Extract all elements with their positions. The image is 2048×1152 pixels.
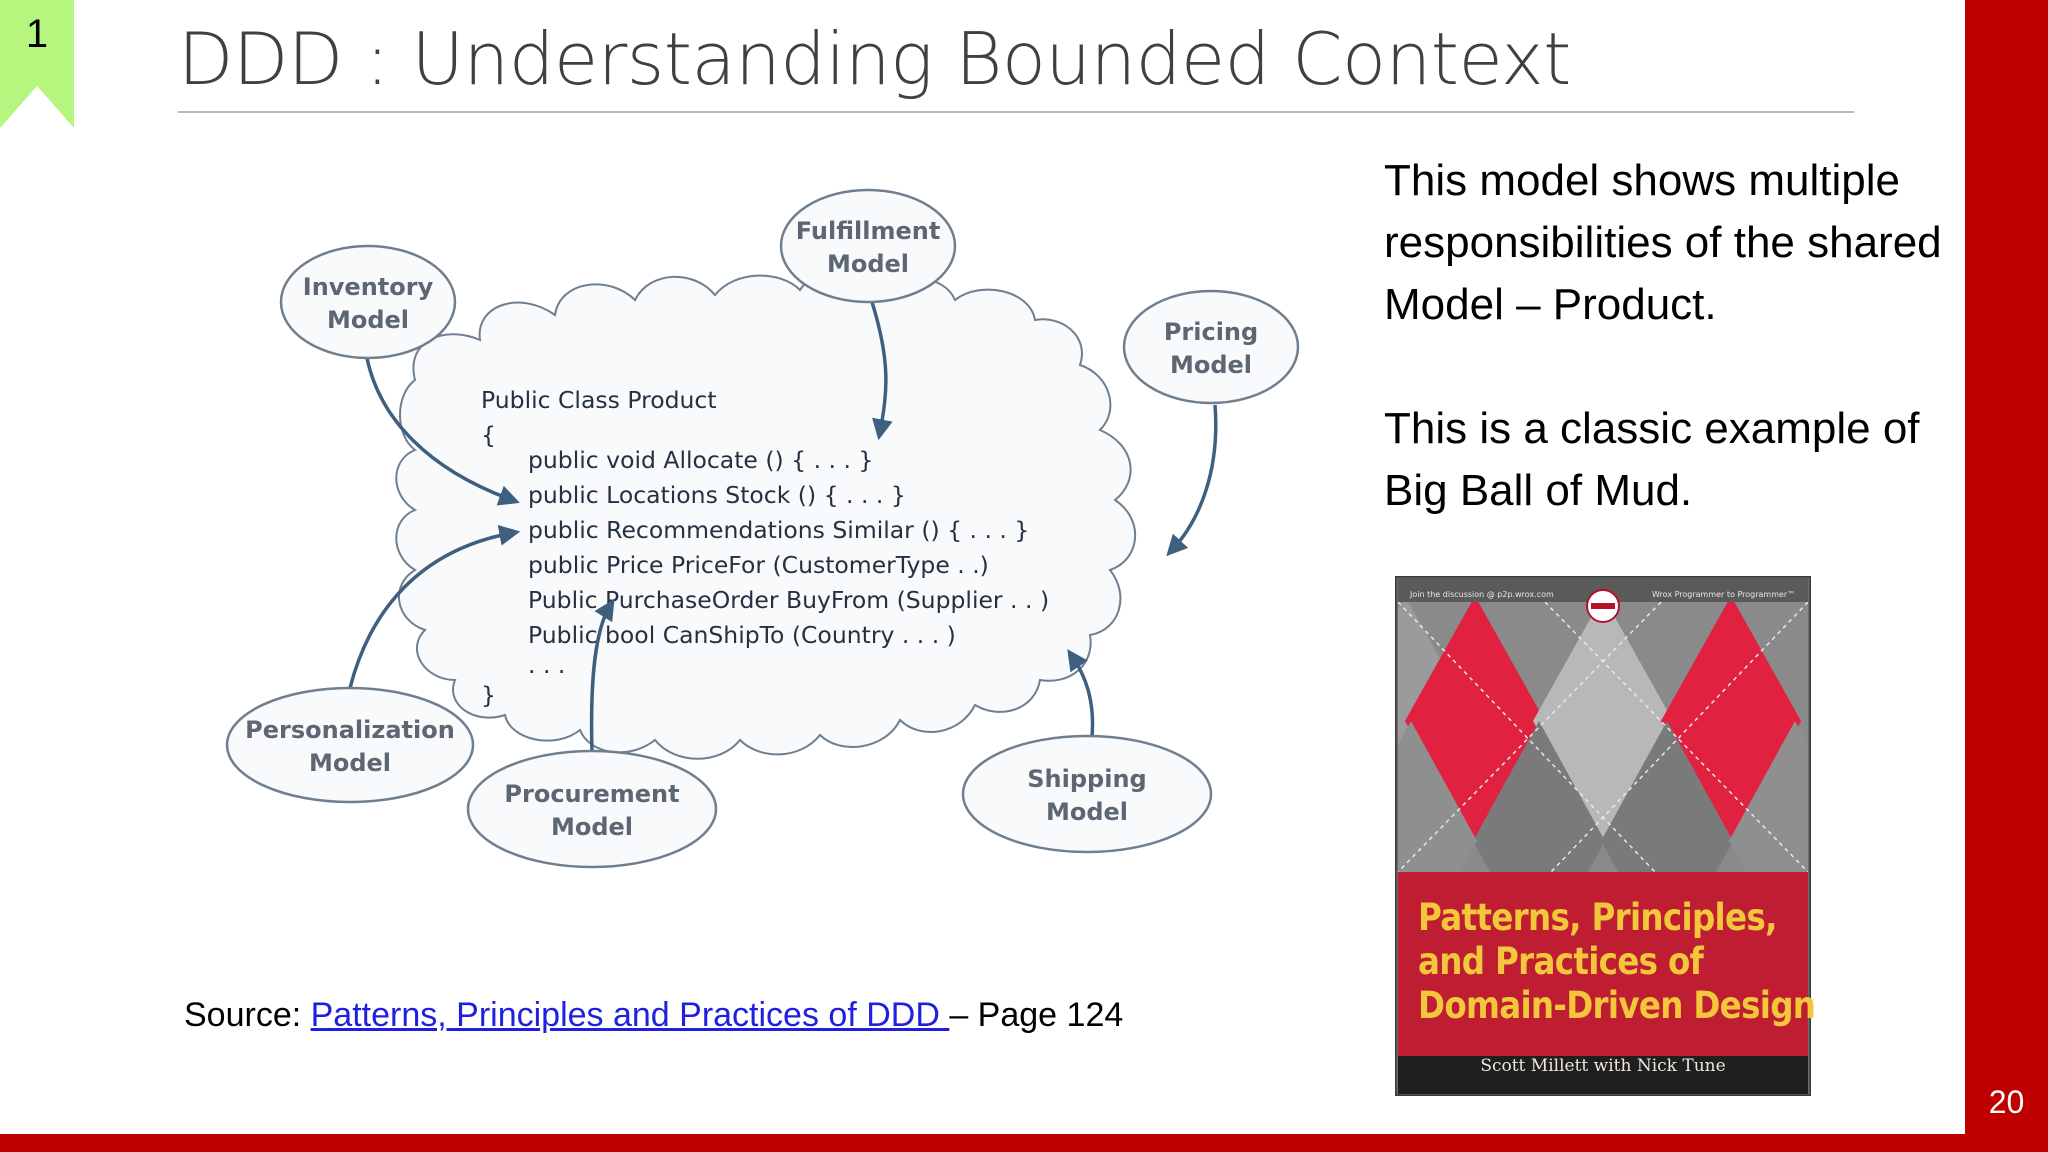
code-ellipsis: . . .: [528, 651, 565, 679]
procurement-model-node: Procurement Model: [466, 749, 718, 869]
arrow-fulfillment: [870, 301, 893, 441]
arrow-inventory: [365, 357, 520, 506]
svg-text:Model: Model: [327, 306, 409, 334]
code-member-line: public Price PriceFor (CustomerType . .): [528, 551, 989, 579]
code-open-brace: {: [481, 421, 496, 449]
svg-text:Fulfillment: Fulfillment: [796, 217, 941, 245]
accent-sidebar: [1965, 0, 2048, 1152]
code-member-line: public Locations Stock () { . . . }: [528, 481, 906, 509]
page-number: 20: [1988, 1084, 2025, 1120]
source-link[interactable]: Patterns, Principles and Practices of DD…: [310, 996, 950, 1034]
book-discussion-text: Join the discussion @ p2p.wrox.com: [1410, 590, 1554, 599]
source-prefix: Source:: [184, 996, 311, 1034]
arrow-personalization: [348, 524, 521, 689]
code-member-line: Public bool CanShipTo (Country . . . ): [528, 621, 956, 649]
slide-description: This model shows multiple responsibiliti…: [1384, 150, 1964, 584]
source-suffix: – Page 124: [949, 996, 1124, 1034]
arrow-procurement: [589, 598, 615, 753]
fulfillment-model-node: Fulfillment Model: [779, 188, 957, 304]
svg-text:Procurement: Procurement: [504, 780, 679, 808]
book-cover-image: [1395, 576, 1811, 1096]
inventory-model-node: Inventory Model: [279, 244, 457, 360]
class-declaration: Public Class Product: [481, 386, 717, 414]
code-member-line: Public PurchaseOrder BuyFrom (Supplier .…: [528, 586, 1049, 614]
pricing-model-node: Pricing Model: [1122, 289, 1300, 405]
svg-text:Model: Model: [827, 250, 909, 278]
section-number: 1: [25, 12, 49, 56]
arrow-shipping: [1067, 649, 1095, 738]
svg-text:Pricing: Pricing: [1164, 318, 1258, 346]
svg-text:Shipping: Shipping: [1027, 765, 1146, 793]
svg-text:Model: Model: [1170, 351, 1252, 379]
bounded-context-diagram: Public Class Product { public void Alloc…: [225, 188, 1300, 869]
product-cloud-shape: [395, 270, 1137, 760]
book-series-text: Wrox Programmer to Programmer™: [1652, 590, 1796, 599]
book-title: Patterns, Principles, and Practices of D…: [1418, 896, 1816, 1027]
description-paragraph: This model shows multiple responsibiliti…: [1384, 156, 1942, 329]
title-divider: [178, 111, 1854, 113]
slide-title: DDD : Understanding Bounded Context: [178, 17, 1571, 101]
book-authors: Scott Millett with Nick Tune: [1480, 1056, 1726, 1076]
shipping-model-node: Shipping Model: [961, 734, 1213, 854]
svg-text:Inventory: Inventory: [303, 273, 434, 301]
svg-text:Model: Model: [1046, 798, 1128, 826]
svg-text:Personalization: Personalization: [245, 716, 455, 744]
code-close-brace: }: [481, 681, 496, 709]
section-tab: [0, 0, 74, 128]
arrow-pricing: [1166, 404, 1218, 557]
svg-text:Model: Model: [309, 749, 391, 777]
accent-footer-bar: [0, 1134, 2048, 1152]
source-citation: Source: Patterns, Principles and Practic…: [184, 996, 1123, 1035]
description-paragraph: This is a classic example of Big Ball of…: [1384, 404, 1920, 515]
svg-text:Model: Model: [551, 813, 633, 841]
code-member-line: public Recommendations Similar () { . . …: [528, 516, 1029, 544]
code-member-line: public void Allocate () { . . . }: [528, 446, 873, 474]
personalization-model-node: Personalization Model: [225, 686, 475, 804]
